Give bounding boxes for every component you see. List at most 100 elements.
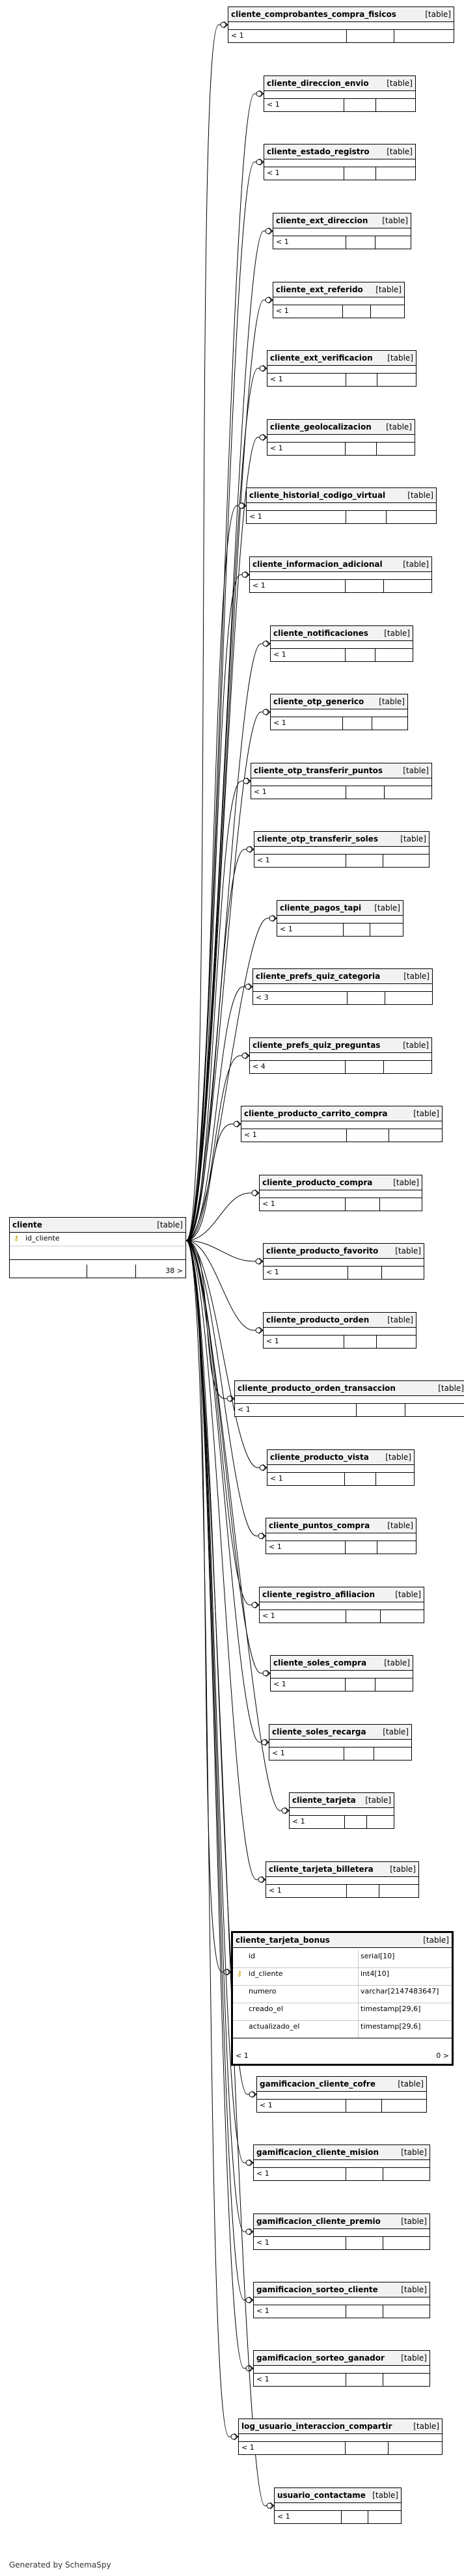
parents-count: < 1 bbox=[292, 1817, 305, 1826]
table-footer: < 1 bbox=[228, 29, 454, 42]
blank-row bbox=[277, 915, 403, 924]
crowfoot-optional-marker bbox=[259, 365, 266, 372]
parents-count: < 1 bbox=[273, 1680, 286, 1688]
table-cliente-producto-carrito-compra[interactable]: cliente_producto_carrito_compra[table]< … bbox=[241, 1106, 443, 1142]
table-gamificacion-cliente-cofre[interactable]: gamificacion_cliente_cofre[table]< 1 bbox=[256, 2076, 427, 2113]
table-header: cliente_ext_direccion[table] bbox=[273, 213, 411, 228]
table-footer: < 1 bbox=[260, 1610, 424, 1623]
footer-cell: < 1 bbox=[250, 579, 346, 592]
foreign-key-icon: ⚷ bbox=[237, 1969, 243, 1978]
crowfoot-optional-marker bbox=[259, 1464, 266, 1471]
table-gamificacion-sorteo-ganador[interactable]: gamificacion_sorteo_ganador[table]< 1 bbox=[253, 2350, 430, 2387]
table-cliente-otp-generico[interactable]: cliente_otp_generico[table]< 1 bbox=[270, 694, 408, 730]
table-cliente-notificaciones[interactable]: cliente_notificaciones[table]< 1 bbox=[270, 625, 413, 662]
table-cliente-prefs-quiz-categoria[interactable]: cliente_prefs_quiz_categoria[table]< 3 bbox=[252, 968, 433, 1005]
table-cliente-prefs-quiz-preguntas[interactable]: cliente_prefs_quiz_preguntas[table]< 4 bbox=[249, 1037, 432, 1074]
table-cliente-ext-referido[interactable]: cliente_ext_referido[table]< 1 bbox=[273, 282, 405, 318]
table-cliente-geolocalizacion[interactable]: cliente_geolocalizacion[table]< 1 bbox=[267, 419, 415, 456]
table-footer: < 1 bbox=[267, 373, 416, 386]
table-cliente-otp-transferir-soles[interactable]: cliente_otp_transferir_soles[table]< 1 bbox=[254, 831, 430, 868]
crowfoot-optional-marker bbox=[223, 1969, 230, 1975]
table-cliente-producto-orden-transaccion[interactable]: cliente_producto_orden_transaccion[table… bbox=[234, 1380, 464, 1417]
table-cliente[interactable]: cliente [table] ⚷ id_cliente 38 > bbox=[9, 1217, 186, 1278]
table-gamificacion-sorteo-cliente[interactable]: gamificacion_sorteo_cliente[table]< 1 bbox=[253, 2282, 430, 2318]
table-type: [table] bbox=[384, 1658, 410, 1667]
table-usuario-contactame[interactable]: usuario_contactame[table]< 1 bbox=[274, 2487, 402, 2524]
table-name: cliente_otp_transferir_soles bbox=[257, 834, 378, 843]
table-cliente-producto-vista[interactable]: cliente_producto_vista[table]< 1 bbox=[267, 1449, 415, 1486]
table-cliente-comprobantes-compra-fisicos[interactable]: cliente_comprobantes_compra_fisicos[tabl… bbox=[228, 7, 454, 43]
footer-cell: < 1 bbox=[254, 2373, 346, 2386]
blank-row bbox=[290, 1807, 394, 1816]
footer-cell bbox=[346, 373, 377, 386]
table-cliente-registro-afiliacion[interactable]: cliente_registro_afiliacion[table]< 1 bbox=[259, 1587, 424, 1623]
table-header: cliente_comprobantes_compra_fisicos[tabl… bbox=[228, 7, 454, 22]
table-cliente-ext-verificacion[interactable]: cliente_ext_verificacion[table] < 1 bbox=[267, 350, 416, 387]
relationship-line bbox=[185, 1240, 269, 1743]
table-cliente-producto-compra[interactable]: cliente_producto_compra[table]< 1 bbox=[259, 1175, 422, 1211]
table-gamificacion-cliente-mision[interactable]: gamificacion_cliente_mision[table]< 1 bbox=[253, 2144, 430, 2181]
table-type: [table] bbox=[383, 1727, 409, 1736]
footer-cell: < 1 bbox=[239, 2441, 346, 2454]
table-type: [table] bbox=[372, 2491, 398, 2500]
table-type: [table] bbox=[374, 903, 400, 912]
footer-cell bbox=[346, 786, 385, 799]
column-type: timestamp[29,6] bbox=[361, 2005, 421, 2013]
table-cliente-pagos-tapi[interactable]: cliente_pagos_tapi[table]< 1 bbox=[277, 900, 403, 937]
children-count: 38 > bbox=[165, 1267, 183, 1275]
blank-row bbox=[253, 983, 432, 992]
table-gamificacion-cliente-premio[interactable]: gamificacion_cliente_premio[table]< 1 bbox=[253, 2213, 430, 2250]
table-header: cliente_ext_verificacion[table] bbox=[267, 351, 416, 366]
table-footer: < 4 bbox=[250, 1060, 431, 1073]
table-type: [table] bbox=[401, 2353, 427, 2363]
table-cliente-producto-orden[interactable]: cliente_producto_orden[table]< 1 bbox=[263, 1312, 416, 1349]
crowfoot-optional-marker bbox=[251, 1602, 258, 1608]
table-cliente-producto-favorito[interactable]: cliente_producto_favorito[table]< 1 bbox=[263, 1243, 424, 1280]
table-cliente-tarjeta-billetera[interactable]: cliente_tarjeta_billetera[table]< 1 bbox=[266, 1861, 419, 1898]
table-cliente-estado-registro[interactable]: cliente_estado_registro[table]< 1 bbox=[264, 144, 416, 180]
relationship-line bbox=[185, 1240, 267, 1468]
table-footer: < 1 bbox=[235, 1403, 464, 1416]
table-footer: < 1 bbox=[267, 442, 415, 455]
table-type: [table] bbox=[385, 1453, 411, 1462]
footer-cell bbox=[344, 1815, 367, 1828]
footer-cell bbox=[342, 305, 371, 318]
relationship-line bbox=[185, 780, 251, 1241]
table-cliente-historial-codigo-virtual[interactable]: cliente_historial_codigo_virtual[table]<… bbox=[246, 487, 437, 524]
table-type: [table] bbox=[403, 972, 430, 981]
table-header: cliente_producto_orden_transaccion[table… bbox=[235, 1381, 464, 1396]
footer-cell: < 1 bbox=[273, 236, 346, 249]
table-name: cliente_tarjeta_billetera bbox=[269, 1865, 374, 1874]
key-icon: ⚷ bbox=[14, 1234, 20, 1242]
table-log-usuario-interaccion-compartir[interactable]: log_usuario_interaccion_compartir[table]… bbox=[238, 2418, 443, 2455]
table-cliente-otp-transferir-puntos[interactable]: cliente_otp_transferir_puntos[table]< 1 bbox=[251, 763, 432, 799]
footer-cell bbox=[344, 1747, 374, 1760]
table-cliente-ext-direccion[interactable]: cliente_ext_direccion[table] < 1 bbox=[273, 213, 411, 249]
table-name: usuario_contactame bbox=[277, 2491, 366, 2500]
blank-row bbox=[239, 2433, 442, 2442]
crowfoot-optional-marker bbox=[255, 1327, 262, 1334]
table-name: cliente_ext_direccion bbox=[276, 216, 368, 225]
table-name: gamificacion_cliente_premio bbox=[256, 2217, 381, 2226]
table-cliente-tarjeta[interactable]: cliente_tarjeta[table]< 1 bbox=[289, 1792, 394, 1829]
footer-cell: < 1 bbox=[290, 1815, 345, 1828]
table-cliente-puntos-compra[interactable]: cliente_puntos_compra[table]< 1 bbox=[266, 1518, 416, 1554]
crowfoot-optional-marker bbox=[256, 90, 262, 97]
table-cliente-informacion-adicional[interactable]: cliente_informacion_adicional[table]< 1 bbox=[249, 556, 432, 593]
footer-cell bbox=[346, 29, 394, 42]
footer-cell bbox=[346, 236, 375, 249]
table-name: cliente_estado_registro bbox=[267, 147, 370, 156]
table-cliente-direccion-envio[interactable]: cliente_direccion_envio[table]< 1 bbox=[264, 75, 416, 112]
table-name: cliente_producto_carrito_compra bbox=[244, 1109, 388, 1118]
table-cliente-soles-recarga[interactable]: cliente_soles_recarga[table]< 1 bbox=[269, 1724, 412, 1761]
crowfoot-optional-marker bbox=[261, 1739, 267, 1746]
table-name: cliente_comprobantes_compra_fisicos bbox=[231, 10, 396, 19]
blank-row bbox=[266, 1533, 416, 1541]
table-name: cliente_tarjeta bbox=[292, 1796, 356, 1805]
footer-cell bbox=[344, 167, 376, 180]
column-name: id bbox=[249, 1952, 256, 1960]
parents-count: < 1 bbox=[262, 1611, 275, 1620]
table-cliente-soles-compra[interactable]: cliente_soles_compra[table]< 1 bbox=[270, 1655, 413, 1692]
